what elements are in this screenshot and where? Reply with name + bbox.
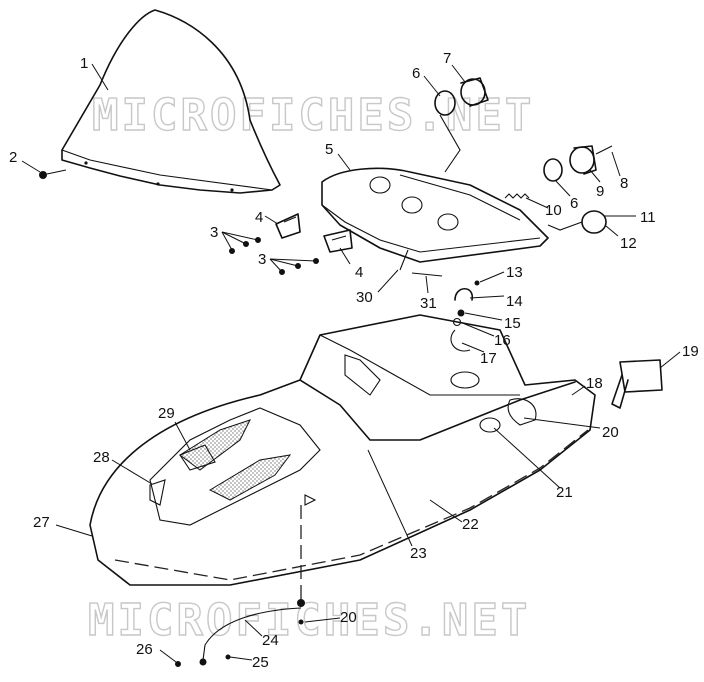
callout-4-upper: 4 xyxy=(255,209,263,226)
callout-7: 7 xyxy=(443,50,451,67)
watermark-bottom: MICROFICHES.NET xyxy=(88,595,530,646)
callout-15: 15 xyxy=(504,315,521,332)
parts-30-31 xyxy=(399,249,443,277)
small-parts xyxy=(450,280,480,352)
callout-14: 14 xyxy=(506,293,523,310)
hood xyxy=(89,314,596,586)
leader-lines xyxy=(21,63,681,663)
callout-18: 18 xyxy=(586,375,603,392)
callout-16: 16 xyxy=(494,332,511,349)
callout-12: 12 xyxy=(620,235,637,252)
callout-24: 24 xyxy=(262,632,279,649)
brackets-upper xyxy=(229,213,301,254)
callout-4-lower: 4 xyxy=(355,264,363,281)
spring-10 xyxy=(504,193,530,199)
callout-22: 22 xyxy=(462,516,479,533)
console xyxy=(321,167,549,263)
callout-17: 17 xyxy=(480,350,497,367)
callout-2: 2 xyxy=(9,149,17,166)
callout-3-upper: 3 xyxy=(210,224,218,241)
callout-29: 29 xyxy=(158,405,175,422)
callout-25: 25 xyxy=(252,654,269,671)
callout-11: 11 xyxy=(640,209,656,226)
watermark-top: MICROFICHES.NET xyxy=(92,90,534,141)
gauge-7 xyxy=(434,77,489,173)
callout-30: 30 xyxy=(356,289,373,306)
callout-1: 1 xyxy=(80,55,88,72)
callout-26: 26 xyxy=(136,641,153,658)
gauge-9 xyxy=(543,145,613,182)
callout-28: 28 xyxy=(93,449,110,466)
callout-10: 10 xyxy=(545,202,562,219)
cable-24 xyxy=(175,505,305,667)
screw-2 xyxy=(39,169,67,179)
callout-23: 23 xyxy=(410,545,427,562)
brackets-lower xyxy=(279,229,353,275)
callout-20-bottom: 20 xyxy=(340,609,357,626)
callout-9: 9 xyxy=(596,183,604,200)
callout-6-right: 6 xyxy=(570,195,578,212)
callout-5: 5 xyxy=(325,141,333,158)
callout-19: 19 xyxy=(682,343,699,360)
callout-6-top: 6 xyxy=(412,65,420,82)
callout-20-right: 20 xyxy=(602,424,619,441)
callout-8: 8 xyxy=(620,175,628,192)
windshield xyxy=(61,9,281,194)
mirror-19 xyxy=(611,359,663,409)
callout-21: 21 xyxy=(556,484,573,501)
callout-31: 31 xyxy=(420,295,437,312)
gauge-12 xyxy=(547,210,607,234)
callout-3-lower: 3 xyxy=(258,251,266,268)
callout-labels: 1 2 3 4 3 4 5 6 7 6 9 8 10 11 12 13 30 3… xyxy=(9,50,699,671)
callout-13: 13 xyxy=(506,264,523,281)
callout-27: 27 xyxy=(33,514,50,531)
